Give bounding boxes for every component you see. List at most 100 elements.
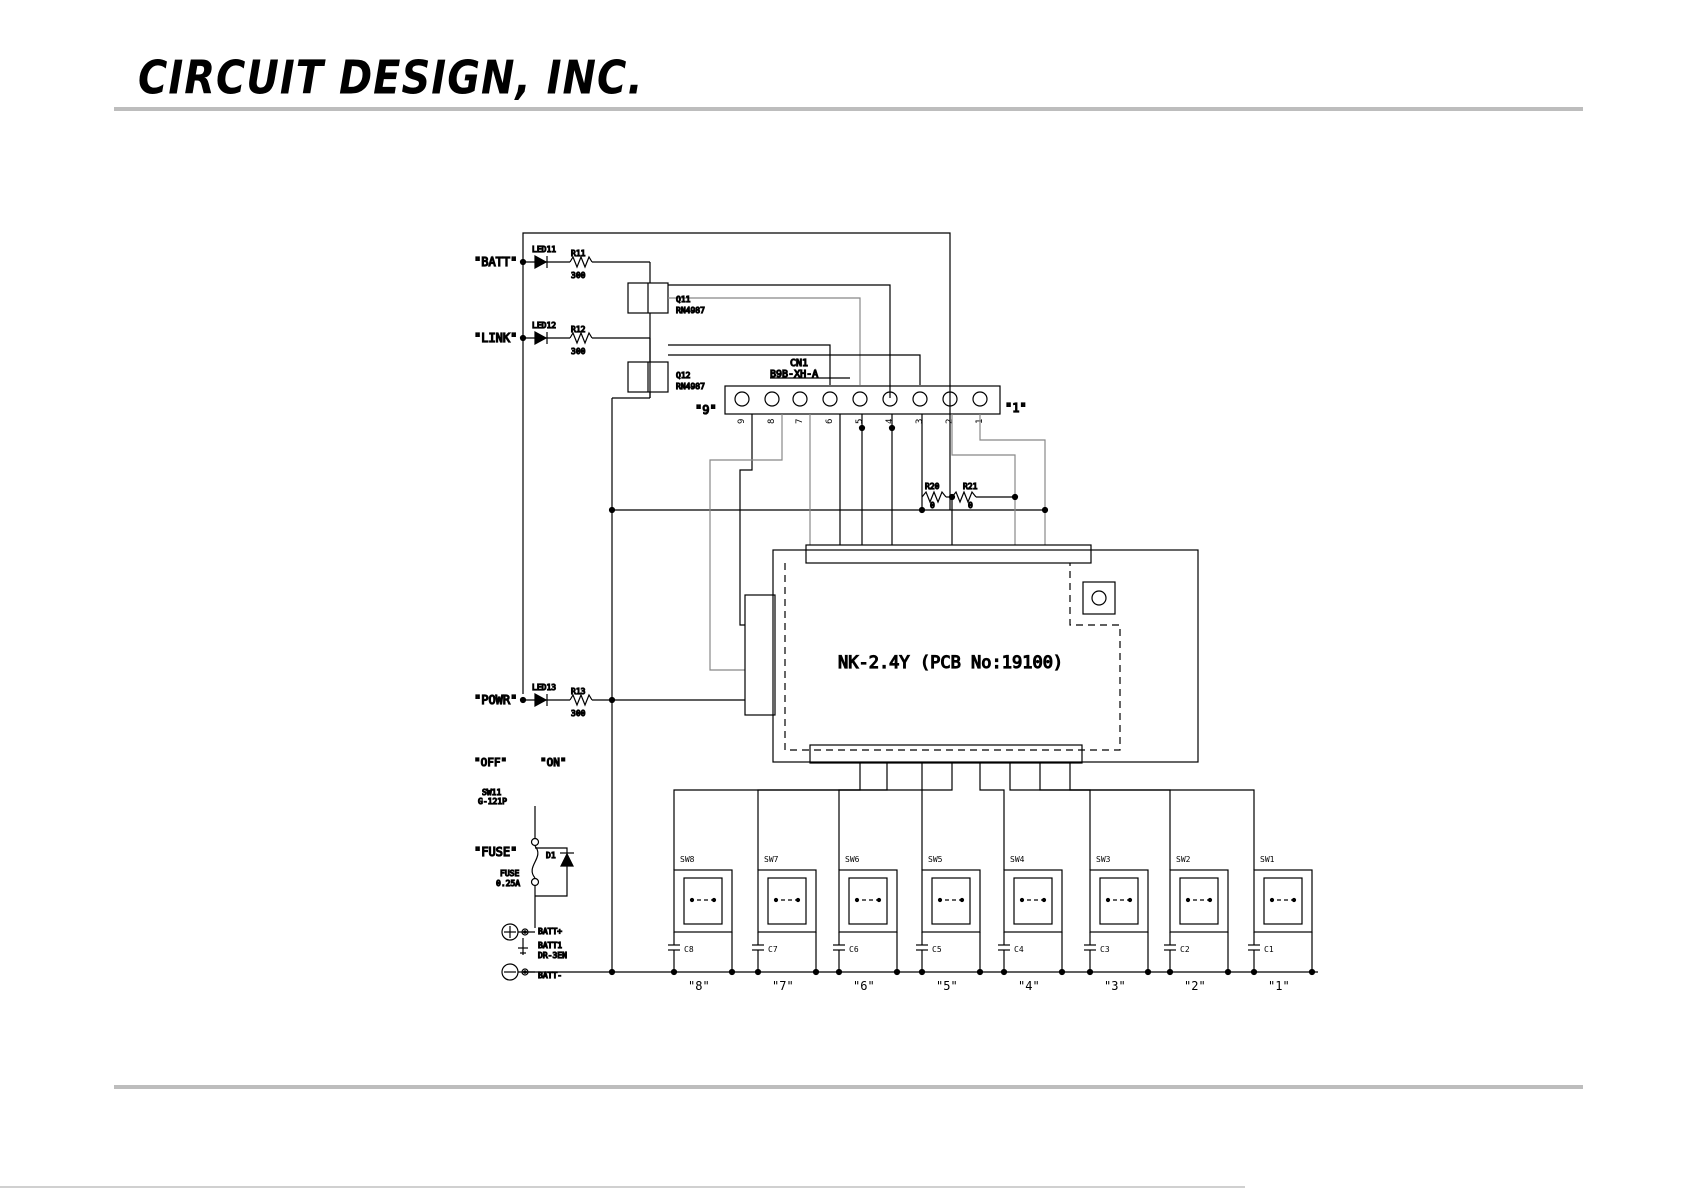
switch-contact-dot xyxy=(1291,897,1297,903)
switch-contact-dot xyxy=(876,897,882,903)
sw11-part: G-121P xyxy=(478,797,507,806)
indicator-batt xyxy=(519,254,651,272)
r12-ref: R12 xyxy=(571,325,586,334)
switch-body xyxy=(673,869,733,933)
connector-pin-number: 7 xyxy=(795,419,805,424)
page-bottom-rule xyxy=(0,1186,1245,1188)
cn1-end-left: "9" xyxy=(695,403,717,417)
cap-ref: C2 xyxy=(1180,945,1190,954)
switch-contact-dot xyxy=(1185,897,1191,903)
switch-body xyxy=(921,869,981,933)
switch-contact-dot xyxy=(1269,897,1275,903)
connector-pin-number: 5 xyxy=(855,419,865,424)
junction-dot xyxy=(918,968,926,976)
switch-inner xyxy=(1179,877,1219,925)
switch-feed-wire xyxy=(757,763,861,870)
cap-ref: C1 xyxy=(1264,945,1274,954)
junction-dot xyxy=(754,968,762,976)
connector-pin-number: 6 xyxy=(825,419,835,424)
switch-body xyxy=(838,869,898,933)
label-powr: "POWR" xyxy=(474,693,517,707)
resistors-r20-r21 xyxy=(608,490,1049,545)
switch-inner xyxy=(1263,877,1303,925)
power-section xyxy=(501,806,616,981)
switch-feed-wire xyxy=(1009,763,1091,870)
junction-dot xyxy=(976,968,984,976)
switch-ref: SW6 xyxy=(845,855,860,864)
switch-contact-dot xyxy=(1041,897,1047,903)
switch-inner xyxy=(931,877,971,925)
connector-cn1-body xyxy=(724,385,1001,415)
r21-value: 0 xyxy=(968,501,973,510)
connector-pin-number: 2 xyxy=(945,419,955,424)
switch-contact-dot xyxy=(854,897,860,903)
cn1-part: B9B-XH-A xyxy=(770,369,818,380)
switch-feed-wire xyxy=(673,763,888,870)
r11-value: 300 xyxy=(571,271,586,280)
switch-ref: SW2 xyxy=(1176,855,1191,864)
label-link: "LINK" xyxy=(474,331,517,345)
switch-inner xyxy=(1099,877,1139,925)
switch-contact-dot xyxy=(959,897,965,903)
junction-dot xyxy=(1144,968,1152,976)
switch-body xyxy=(757,869,817,933)
sw11-ref: SW11 xyxy=(482,788,501,797)
connector-pin xyxy=(882,391,898,407)
switch-inner xyxy=(1013,877,1053,925)
pin8-wire xyxy=(709,414,783,671)
batt-part: DR-3EN xyxy=(538,951,567,960)
module-side-header xyxy=(744,594,776,716)
r11-ref: R11 xyxy=(571,249,586,258)
cn1-end-right: "1" xyxy=(1005,401,1027,415)
switch-feed-wire xyxy=(838,763,923,870)
switch-feed-wire xyxy=(1069,763,1255,870)
r12-value: 300 xyxy=(571,347,586,356)
connector-pin xyxy=(942,391,958,407)
switch-ref: SW1 xyxy=(1260,855,1275,864)
junction-dot xyxy=(893,968,901,976)
led12-ref: LED12 xyxy=(532,321,556,330)
company-logo: CIRCUIT DESIGN, INC. xyxy=(138,52,644,105)
cap-ref: C7 xyxy=(768,945,778,954)
connector-pin xyxy=(822,391,838,407)
connector-pin-number: 3 xyxy=(915,419,925,424)
connector-pin-number: 8 xyxy=(767,419,777,424)
fuse-rating: 0.25A xyxy=(496,879,520,888)
junction-dot xyxy=(1308,968,1316,976)
switch-label: "4" xyxy=(1018,979,1040,993)
fuse-text: FUSE xyxy=(500,869,519,878)
cap-ref: C6 xyxy=(849,945,859,954)
batt-ref: BATT1 xyxy=(538,941,562,950)
switch-body xyxy=(1169,869,1229,933)
junction-dot xyxy=(1086,968,1094,976)
switch-contact-dot xyxy=(1127,897,1133,903)
label-off: "OFF" xyxy=(474,756,507,769)
module-label: NK-2.4Y (PCB No:19100) xyxy=(838,653,1063,673)
connector-pin xyxy=(972,391,988,407)
label-fuse: "FUSE" xyxy=(474,845,517,859)
switch-body xyxy=(1089,869,1149,933)
r21-ref: R21 xyxy=(963,482,978,491)
switch-body xyxy=(1253,869,1313,933)
batt-plus: BATT+ xyxy=(538,927,562,936)
switch-label: "2" xyxy=(1184,979,1206,993)
switch-label: "8" xyxy=(688,979,710,993)
transistor-q11 xyxy=(612,272,891,399)
switch-ref: SW3 xyxy=(1096,855,1111,864)
connector-pin-number: 4 xyxy=(885,419,895,424)
switch-inner xyxy=(848,877,888,925)
connector-pin xyxy=(912,391,928,407)
r13-ref: R13 xyxy=(571,687,586,696)
junction-dot xyxy=(670,968,678,976)
junction-dot xyxy=(1166,968,1174,976)
led11-ref: LED11 xyxy=(532,245,556,254)
junction-dot xyxy=(1224,968,1232,976)
label-on: "ON" xyxy=(540,756,567,769)
pin9-wire xyxy=(739,414,753,626)
switch-body xyxy=(1003,869,1063,933)
module-outline xyxy=(772,549,1199,763)
switch-contact-dot xyxy=(711,897,717,903)
r20-ref: R20 xyxy=(925,482,940,491)
